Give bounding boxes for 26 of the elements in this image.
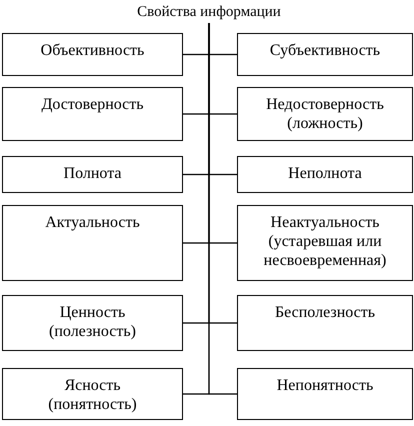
property-box <box>237 368 413 420</box>
property-label: Бесполезность <box>274 303 376 322</box>
property-label: Непонятность <box>276 376 374 395</box>
connector-line <box>208 23 237 395</box>
heading-label: Свойства информации <box>136 3 282 21</box>
property-box <box>237 87 413 141</box>
property-label: Неактуальность (устаревшая или несвоевременная) <box>262 213 388 270</box>
property-box <box>2 295 183 351</box>
property-label: Недостоверность (ложность) <box>265 95 385 133</box>
property-box <box>237 33 413 76</box>
property-box <box>237 156 413 193</box>
property-box <box>2 368 183 420</box>
property-box <box>2 205 183 281</box>
property-label: Актуальность <box>44 213 141 232</box>
property-box <box>2 33 183 76</box>
property-box <box>237 295 413 351</box>
property-label: Неполнота <box>287 164 363 183</box>
property-box <box>237 205 413 281</box>
property-box <box>2 156 183 193</box>
property-box <box>2 87 183 141</box>
property-label: Достоверность <box>40 95 145 114</box>
property-label: Ясность (понятность) <box>47 376 138 414</box>
property-label: Полнота <box>62 164 122 183</box>
property-label: Объективность <box>40 41 146 60</box>
property-label: Ценность (полезность) <box>48 303 137 341</box>
property-label: Субъективность <box>268 41 382 60</box>
